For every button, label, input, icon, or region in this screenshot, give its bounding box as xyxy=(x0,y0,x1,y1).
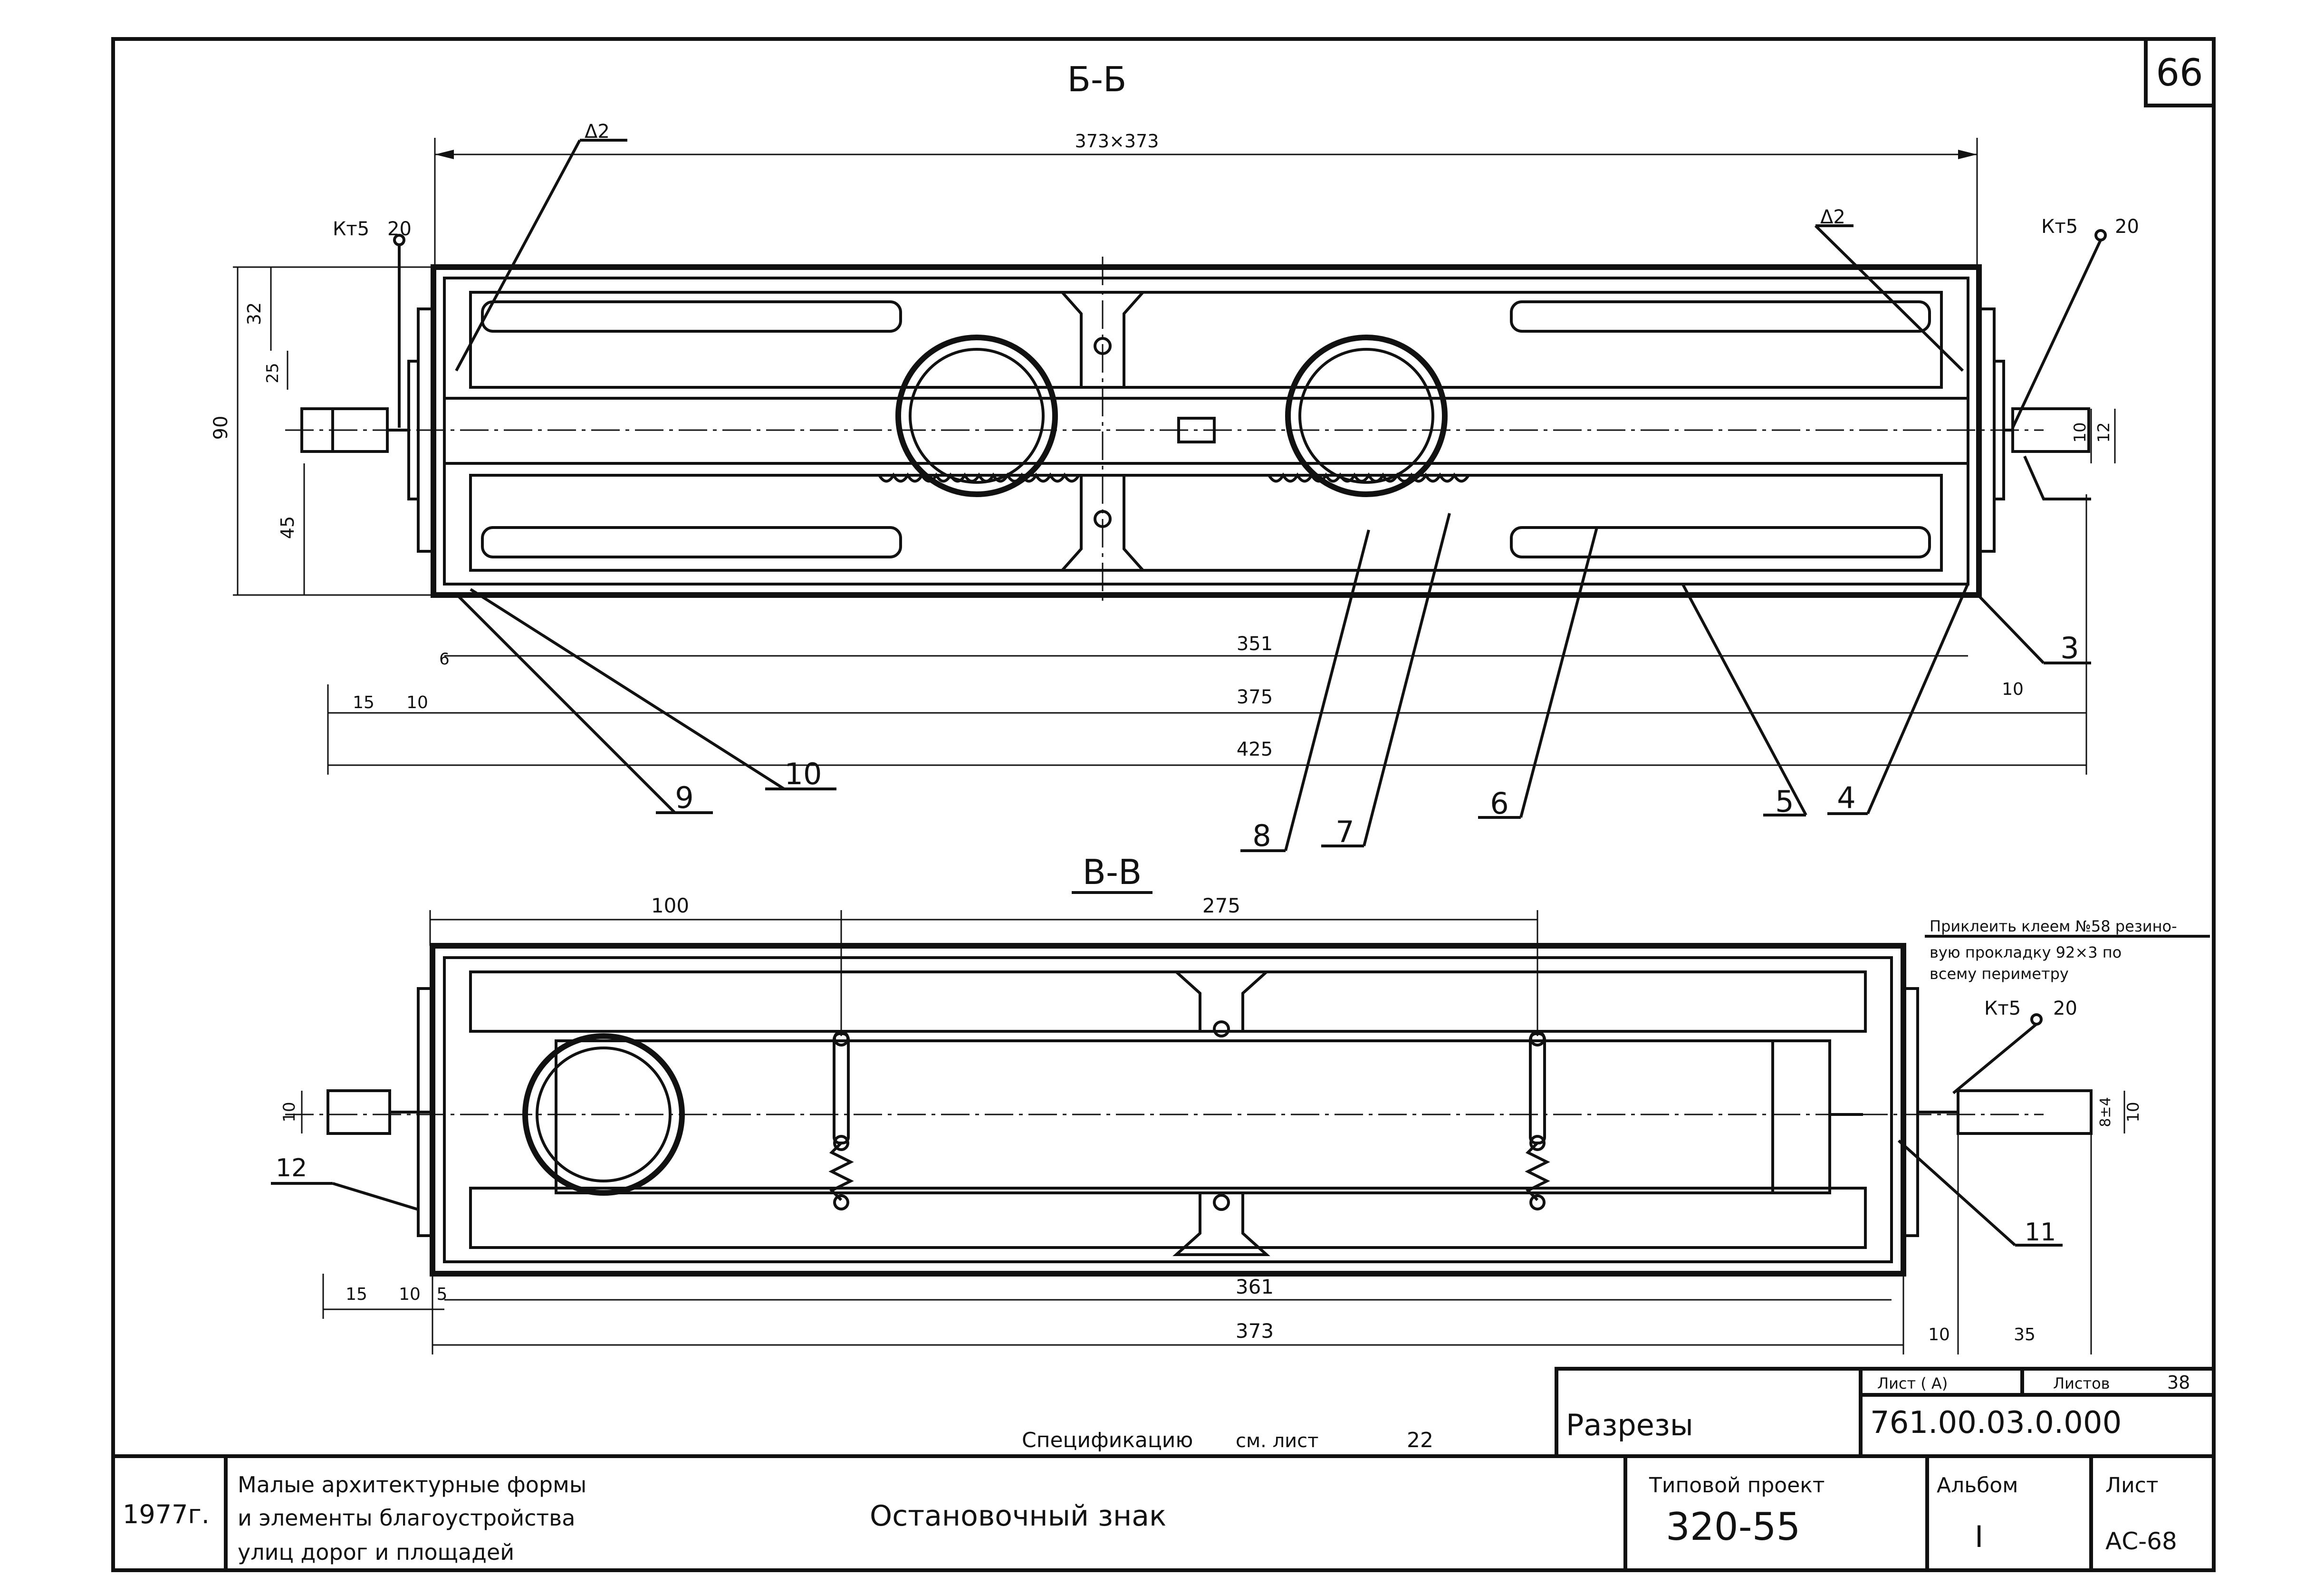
vv-callout-12: 12 xyxy=(276,1154,307,1182)
bb-dim-90: 90 xyxy=(210,416,232,440)
bb-callout-5: 5 xyxy=(1775,784,1794,819)
bb-lamp-ring-left xyxy=(895,335,1058,497)
vv-dim-275: 275 xyxy=(1202,894,1240,917)
page-number: 66 xyxy=(2156,52,2203,95)
vv-note-line-1: Приклеить клеем №58 резино- xyxy=(1930,917,2177,935)
vv-lamp-socket xyxy=(522,1033,685,1196)
vv-dim-814: 8±4 xyxy=(2097,1097,2114,1127)
object-name: Остановочный знак xyxy=(870,1499,1166,1533)
bb-dim-r12: 12 xyxy=(2094,422,2113,442)
series-title-line-1: Малые архитектурные формы xyxy=(238,1472,586,1498)
bb-callout-6: 6 xyxy=(1490,786,1508,821)
bb-weld-left-label: Кт5 xyxy=(333,218,369,240)
vv-callout-11: 11 xyxy=(2025,1218,2056,1247)
list-number: АС-68 xyxy=(2105,1527,2177,1555)
vv-lamp-tube xyxy=(555,1039,1831,1194)
series-title-line-3: улиц дорог и площадей xyxy=(238,1539,514,1565)
spec-note-ref-sheet: 22 xyxy=(1407,1428,1433,1452)
vv-dim-373: 373 xyxy=(1236,1319,1274,1343)
bb-weld-left-num: 20 xyxy=(387,218,412,240)
bb-dim-15: 15 xyxy=(353,693,375,712)
page-number-box xyxy=(2144,37,2216,107)
bb-spring-right xyxy=(1268,472,1470,483)
project-number: 320-55 xyxy=(1666,1505,1800,1549)
vv-dim-10-left: 10 xyxy=(280,1102,299,1122)
spec-note-ref-label: см. лист xyxy=(1236,1430,1318,1452)
bb-dim-45: 45 xyxy=(277,516,298,539)
spec-note-text: Спецификацию xyxy=(1022,1428,1193,1452)
section-bb-title: Б-Б xyxy=(1067,59,1127,99)
bb-callout-10: 10 xyxy=(785,757,822,791)
bb-dim-r10: 10 xyxy=(2071,422,2090,442)
bb-dim-32: 32 xyxy=(244,302,265,325)
bb-lamp-ring-right xyxy=(1285,335,1448,497)
bb-dim-top: 373×373 xyxy=(1075,131,1159,152)
album-number: I xyxy=(1975,1519,1983,1554)
vv-note-line-3: всему периметру xyxy=(1930,965,2069,983)
section-vv: В-В 100 275 xyxy=(271,852,2210,1354)
bb-spring-left xyxy=(878,472,1080,483)
sheets-label: Листов xyxy=(2053,1374,2110,1392)
bb-dim-375: 375 xyxy=(1237,686,1273,708)
year: 1977г. xyxy=(123,1499,210,1529)
bb-callout-7: 7 xyxy=(1335,815,1354,849)
bb-callout-9: 9 xyxy=(675,780,693,815)
section-vv-title: В-В xyxy=(1083,852,1142,892)
vv-dim-10-l: 10 xyxy=(399,1285,421,1304)
vv-dim-35: 35 xyxy=(2014,1325,2036,1344)
vv-weld-label: Кт5 xyxy=(1984,998,2021,1019)
vv-housing-outer xyxy=(430,943,1906,1277)
sheets-count: 38 xyxy=(2167,1372,2190,1393)
vv-dim-5: 5 xyxy=(437,1285,448,1304)
list-label: Лист xyxy=(2105,1473,2159,1498)
title-block: Разрезы Лист ( А) Листов 38 761.00.03.0.… xyxy=(113,1367,2216,1570)
bb-dim-10-left: 10 xyxy=(406,693,428,712)
bb-callout-8: 8 xyxy=(1252,818,1271,853)
series-title-line-2: и элементы благоустройства xyxy=(238,1505,575,1531)
bb-callout-3: 3 xyxy=(2060,631,2079,665)
vv-dim-10-right: 10 xyxy=(2124,1102,2143,1122)
bb-dim-10-right: 10 xyxy=(2002,680,2024,699)
vv-dim-361: 361 xyxy=(1236,1275,1274,1298)
bb-weld-right-num: 20 xyxy=(2115,216,2139,238)
bb-dim-25: 25 xyxy=(263,363,282,383)
bb-callout-4: 4 xyxy=(1837,780,1855,815)
album-label: Альбом xyxy=(1937,1473,2018,1498)
section-bb: Б-Б 373×373 xyxy=(210,59,2139,853)
bb-housing-outer xyxy=(431,264,1982,598)
vv-note-line-2: вую прокладку 92×3 по xyxy=(1930,943,2122,961)
vv-dim-15: 15 xyxy=(346,1285,367,1304)
sheet-label: Лист ( А) xyxy=(1877,1374,1948,1392)
bb-weld-right-label: Кт5 xyxy=(2041,216,2078,238)
project-label: Типовой проект xyxy=(1649,1473,1825,1498)
bb-dim-6: 6 xyxy=(439,650,450,669)
drawing-name: Разрезы xyxy=(1566,1408,1693,1442)
vv-dim-100: 100 xyxy=(651,894,689,917)
sheet-frame xyxy=(111,37,2216,1572)
doc-code: 761.00.03.0.000 xyxy=(1870,1405,2122,1440)
bb-dim-351: 351 xyxy=(1237,633,1273,655)
vv-dim-10-r: 10 xyxy=(1928,1325,1950,1344)
vv-weld-num: 20 xyxy=(2053,998,2077,1019)
bb-dim-425: 425 xyxy=(1237,739,1273,760)
